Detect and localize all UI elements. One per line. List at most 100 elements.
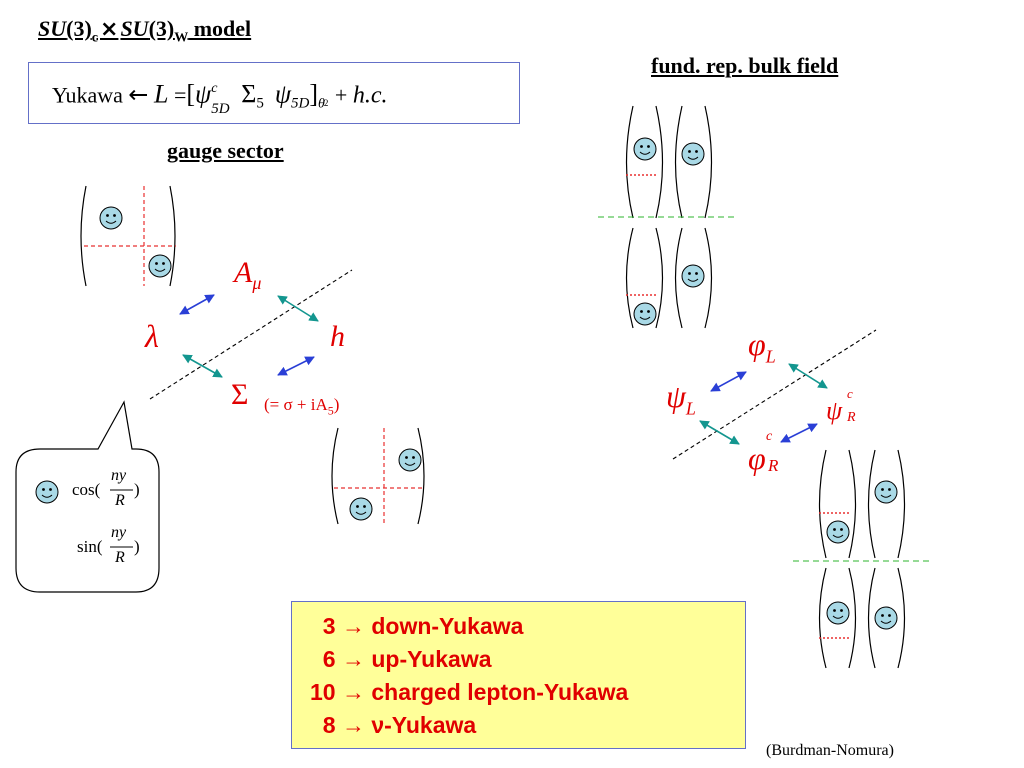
theta-power: 2 — [323, 98, 329, 108]
gauge-diagonal — [149, 269, 353, 400]
matter-diagonal — [672, 329, 877, 460]
gauge-sector-heading: gauge sector — [167, 138, 284, 163]
title-3: (3) — [66, 16, 92, 41]
lagrangian-L: L — [153, 79, 169, 109]
gauge-field-h: h — [330, 320, 345, 353]
yukawa-arrow: ← — [128, 80, 149, 109]
gauge-box-bottom — [331, 427, 425, 525]
fund-rep-heading: fund. rep. bulk field — [651, 53, 839, 78]
gauge-field-lambda: λ — [145, 318, 159, 354]
title-sub-c: c — [91, 30, 98, 46]
arrow-psiL-phiR — [699, 420, 740, 445]
smiley-icon — [874, 480, 898, 504]
hermitian-conjugate: h.c. — [352, 82, 388, 109]
title-3: (3) — [148, 16, 175, 41]
fund-tubes-bottom — [818, 567, 906, 669]
L-subscript: L — [765, 346, 776, 367]
sub-5d: 5D — [211, 101, 230, 118]
smiley-icon — [148, 254, 172, 278]
sigma-definition: (= σ + iA5) — [264, 395, 339, 418]
smiley-icon — [681, 142, 705, 166]
sub-5d: 5D — [291, 95, 310, 112]
callout-sin-num: ny — [111, 524, 127, 541]
smiley-icon — [99, 206, 123, 230]
sigma-def-close: ) — [333, 395, 340, 414]
phi-symbol: φ — [748, 326, 766, 362]
arrow-psiL-phiL — [710, 371, 747, 392]
arrow-lambda-A — [179, 294, 215, 315]
arrow-lambda-Sigma — [182, 354, 223, 378]
field-phi-R-conj: φ c R — [748, 429, 778, 477]
field-psi-R-conj: ψ c R — [826, 386, 856, 426]
gauge-field-Sigma: Σ — [231, 378, 249, 411]
plus-sign: + — [334, 82, 348, 108]
field-phi-L: φL — [748, 326, 776, 367]
title-su: SU — [38, 16, 67, 41]
arrow-phiR-psiR — [780, 423, 818, 443]
sup-c: c — [211, 81, 218, 97]
legend-row: 10 → charged lepton-Yukawa — [310, 679, 629, 705]
title-model: model — [188, 16, 252, 41]
smiley-icon — [681, 264, 705, 288]
fund-tubes-top — [625, 105, 713, 219]
phi-symbol: φ — [748, 440, 766, 476]
A-symbol: A — [234, 256, 253, 289]
open-bracket: [ — [186, 79, 196, 109]
field-psi-L: ψL — [666, 378, 696, 419]
close-bracket: ] — [309, 79, 319, 109]
smiley-icon — [826, 601, 850, 625]
fund-tubes-lower — [818, 449, 906, 559]
yukawa-equation-box — [28, 62, 520, 124]
callout-sin-close: ) — [134, 537, 140, 556]
psi-5d-conj: ψ — [195, 79, 212, 109]
representation-legend: 3 → down-Yukawa 6 → up-Yukawa 10 → charg… — [291, 601, 746, 749]
callout-sin-func: sin( — [77, 537, 103, 556]
psi-symbol: ψ — [826, 396, 843, 425]
smiley-icon — [874, 606, 898, 630]
R-subscript: R — [768, 456, 779, 475]
arrow-A-h — [277, 295, 319, 322]
mu-subscript: μ — [252, 273, 262, 293]
callout-sin-den: R — [115, 549, 125, 566]
yukawa-word: Yukawa — [52, 82, 123, 108]
credit-text: (Burdman-Nomura) — [766, 742, 894, 759]
gauge-box-top — [80, 185, 176, 287]
smiley-icon — [35, 480, 59, 504]
equals-sign: = — [173, 82, 187, 108]
callout-cos-close: ) — [134, 480, 140, 499]
smiley-icon — [633, 302, 657, 326]
arrow-phiL-psiR — [788, 363, 828, 389]
callout-cos-func: cos( — [72, 480, 101, 499]
R-subscript: R — [847, 410, 856, 425]
legend-row: 6 → up-Yukawa — [310, 646, 492, 672]
smiley-icon — [826, 520, 850, 544]
slide-title: SU(3)c×SU(3)W model — [38, 16, 251, 46]
sigma-def-sub: 5 — [327, 403, 334, 418]
title-sub-w: W — [174, 30, 189, 46]
gauge-field-A: Aμ — [234, 256, 261, 294]
legend-row: 8 → ν-Yukawa — [310, 712, 477, 738]
c-superscript: c — [766, 429, 773, 444]
smiley-icon — [349, 497, 373, 521]
smiley-icon — [633, 137, 657, 161]
callout-cos-den: R — [115, 492, 125, 509]
c-superscript: c — [847, 386, 853, 401]
sub-theta: θ — [318, 96, 325, 112]
arrow-Sigma-h — [277, 356, 315, 376]
title-su: SU — [120, 16, 149, 41]
sub-5: 5 — [256, 95, 264, 112]
callout-cos-num: ny — [111, 467, 127, 484]
sigma-def-text: (= σ + iA — [264, 395, 328, 414]
L-subscript: L — [685, 398, 696, 419]
legend-row: 3 → down-Yukawa — [310, 613, 524, 639]
sigma-5: Σ — [241, 79, 257, 109]
smiley-icon — [398, 448, 422, 472]
fund-tubes-mid — [625, 227, 713, 329]
psi-symbol: ψ — [666, 378, 686, 414]
psi-5d: ψ — [274, 79, 291, 109]
title-times: × — [100, 17, 119, 42]
callout-bubble — [15, 400, 160, 593]
